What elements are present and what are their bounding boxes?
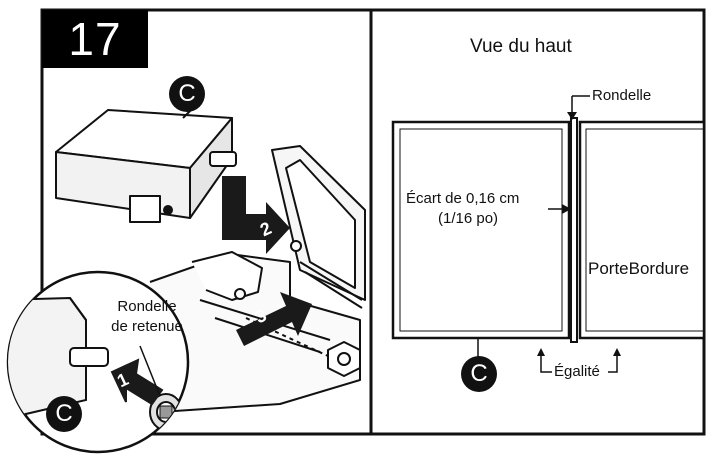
washer-top-view [570,117,578,343]
bracket-c [55,109,237,223]
arrow-1-icon [110,358,164,406]
retaining-washer-label-line2: de retenue [111,318,183,335]
top-view-title: Vue du haut [470,36,572,57]
badge-c-icon: C [461,356,497,392]
door-top-view [578,120,706,340]
washer-icon [149,393,183,431]
door-frame [271,145,366,309]
washer-label: Rondelle [592,87,652,104]
gap-label-line1: Écart de 0,16 cm [406,190,520,207]
badge-c-icon: C [169,76,205,112]
bracket-top-view [391,120,571,340]
step-number: 17 [42,10,148,68]
arrow-3-icon [236,292,312,346]
door-label: PorteBordure [588,259,690,278]
flush-label: Égalité [554,363,600,380]
top-view-diagram [391,95,706,373]
retaining-washer-label-line1: Rondelle [117,298,177,315]
badge-c-icon: C [46,396,82,432]
gap-label-line2: (1/16 po) [438,210,499,227]
arrow-2-icon [222,176,290,254]
